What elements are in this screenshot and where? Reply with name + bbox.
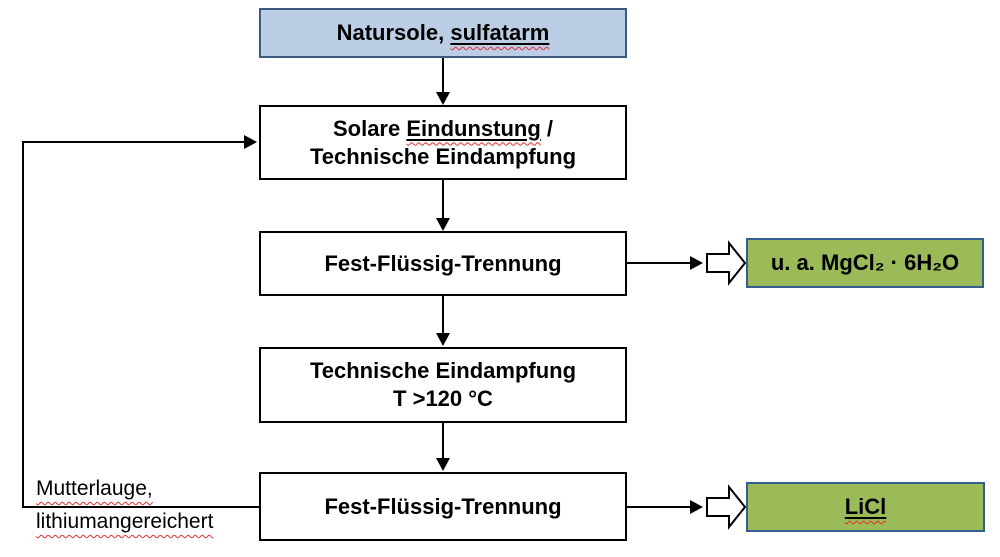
arrow-solare-to-fest1 <box>436 180 450 231</box>
natursole-text: Natursole, <box>336 20 445 45</box>
node-natursole-label: Natursole, sulfatarm <box>337 19 550 47</box>
node-natursole: Natursole, sulfatarm <box>259 8 627 58</box>
node-licl-output: LiCl <box>746 482 985 532</box>
arrow-eindampfung-to-fest2 <box>436 423 450 471</box>
arrow-fest1-to-mgcl2 <box>627 256 703 270</box>
node-technische-eindampfung: Technische Eindampfung T >120 °C <box>259 347 627 423</box>
arrow-fest2-to-licl <box>627 500 703 514</box>
node-fest-fluessig-trennung-2: Fest-Flüssig-Trennung <box>259 472 627 541</box>
eindampfung-line1: Technische Eindampfung <box>309 358 577 383</box>
node-mgcl2-output: u. a. MgCl₂ · 6H₂O <box>746 238 984 288</box>
eindampfung-line2: T >120 °C <box>393 386 493 411</box>
node-solare-eindunstung: Solare Eindunstung / Technische Eindampf… <box>259 105 627 180</box>
licl-label: LiCl <box>844 494 887 519</box>
recycle-label-line2: lithiumangereichert <box>36 510 214 533</box>
block-arrow-licl <box>706 484 747 530</box>
solare-line1: Solare Eindunstung / <box>332 115 554 141</box>
arrow-fest1-to-eindampfung <box>436 296 450 346</box>
recycle-loop-arrow <box>22 135 259 508</box>
node-fest-fluessig-trennung-1: Fest-Flüssig-Trennung <box>259 231 627 296</box>
recycle-label-line1: Mutterlauge, <box>36 477 153 500</box>
solare-misspelled-word: Eindunstung <box>406 115 541 141</box>
fest1-label: Fest-Flüssig-Trennung <box>324 250 562 276</box>
fest2-label: Fest-Flüssig-Trennung <box>324 493 562 519</box>
solare-line2: Technische Eindampfung <box>309 143 577 169</box>
block-arrow-mgcl2 <box>706 240 747 286</box>
natursole-misspelled-word: sulfatarm <box>450 20 550 45</box>
arrow-natursole-to-solare <box>436 58 450 105</box>
mgcl2-label: u. a. MgCl₂ · 6H₂O <box>770 250 960 275</box>
